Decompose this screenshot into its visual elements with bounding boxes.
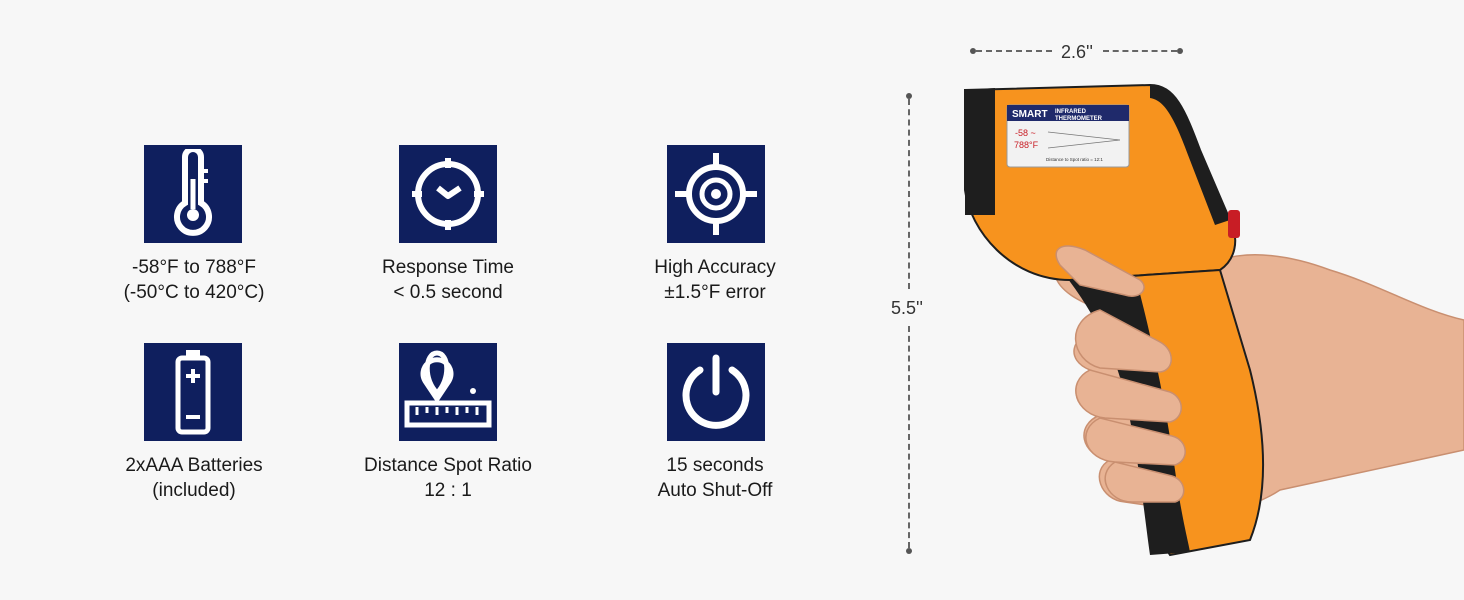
ratio-text: Distance to Spot ratio = 12:1 bbox=[1046, 157, 1103, 162]
feature-line: 12 : 1 bbox=[424, 480, 472, 501]
location-ruler-icon bbox=[404, 350, 492, 428]
label-line1: INFRARED bbox=[1055, 109, 1087, 115]
target-icon bbox=[675, 153, 757, 235]
height-dimension-start bbox=[906, 93, 912, 99]
width-dimension-label: 2.6'' bbox=[1061, 42, 1093, 62]
laser-button bbox=[1228, 210, 1240, 238]
infrared-thermometer-illustration: SMART INFRARED THERMOMETER -58 ~ 788°F D… bbox=[964, 83, 1464, 557]
feature-line: Distance Spot Ratio bbox=[364, 455, 532, 476]
height-dimension-label: 5.5'' bbox=[891, 298, 923, 318]
feature-line: ±1.5°F error bbox=[664, 282, 766, 303]
width-dimension-line-right bbox=[1103, 50, 1177, 52]
feature-label-temperature: -58°F to 788°F (-50°C to 420°C) bbox=[74, 255, 314, 305]
feature-label-distance: Distance Spot Ratio 12 : 1 bbox=[328, 453, 568, 503]
height-dimension-end bbox=[906, 548, 912, 554]
width-dimension-end bbox=[1177, 48, 1183, 54]
clock-icon bbox=[412, 158, 484, 230]
feature-line: Response Time bbox=[381, 257, 514, 278]
battery-icon bbox=[175, 350, 211, 435]
gun-top-ridge bbox=[1150, 85, 1230, 225]
feature-line: 15 seconds bbox=[666, 455, 764, 476]
height-dimension-line-bottom bbox=[908, 326, 910, 548]
battery-icon-tile bbox=[144, 343, 242, 441]
feature-label-response: Response Time < 0.5 second bbox=[328, 255, 568, 305]
height-dimension-line-top bbox=[908, 99, 910, 289]
feature-line: (-50°C to 420°C) bbox=[123, 282, 265, 303]
feature-line: < 0.5 second bbox=[393, 282, 503, 303]
thumb bbox=[1055, 245, 1145, 297]
feature-line: -58°F to 788°F bbox=[132, 257, 256, 278]
power-icon bbox=[682, 354, 750, 429]
brand-text: SMART bbox=[1012, 109, 1048, 120]
feature-line: (included) bbox=[152, 480, 236, 501]
thermometer-icon bbox=[174, 149, 212, 236]
clock-icon-tile bbox=[399, 145, 497, 243]
feature-label-accuracy: High Accuracy ±1.5°F error bbox=[595, 255, 835, 305]
location-ruler-icon-tile bbox=[399, 343, 497, 441]
power-icon-tile bbox=[667, 343, 765, 441]
feature-line: Auto Shut-Off bbox=[657, 480, 773, 501]
feature-label-shutoff: 15 seconds Auto Shut-Off bbox=[595, 453, 835, 503]
range-line2: 788°F bbox=[1014, 140, 1039, 150]
gun-nose-cap bbox=[965, 88, 995, 215]
thermometer-icon-tile bbox=[144, 145, 242, 243]
label-line2: THERMOMETER bbox=[1055, 116, 1103, 122]
feature-label-batteries: 2xAAA Batteries (included) bbox=[74, 453, 314, 503]
feature-line: High Accuracy bbox=[654, 257, 776, 278]
fingers bbox=[1074, 309, 1186, 503]
width-dimension-start bbox=[970, 48, 976, 54]
target-icon-tile bbox=[667, 145, 765, 243]
range-line1: -58 ~ bbox=[1015, 128, 1036, 138]
feature-line: 2xAAA Batteries bbox=[125, 455, 263, 476]
width-dimension-line-left bbox=[976, 50, 1052, 52]
